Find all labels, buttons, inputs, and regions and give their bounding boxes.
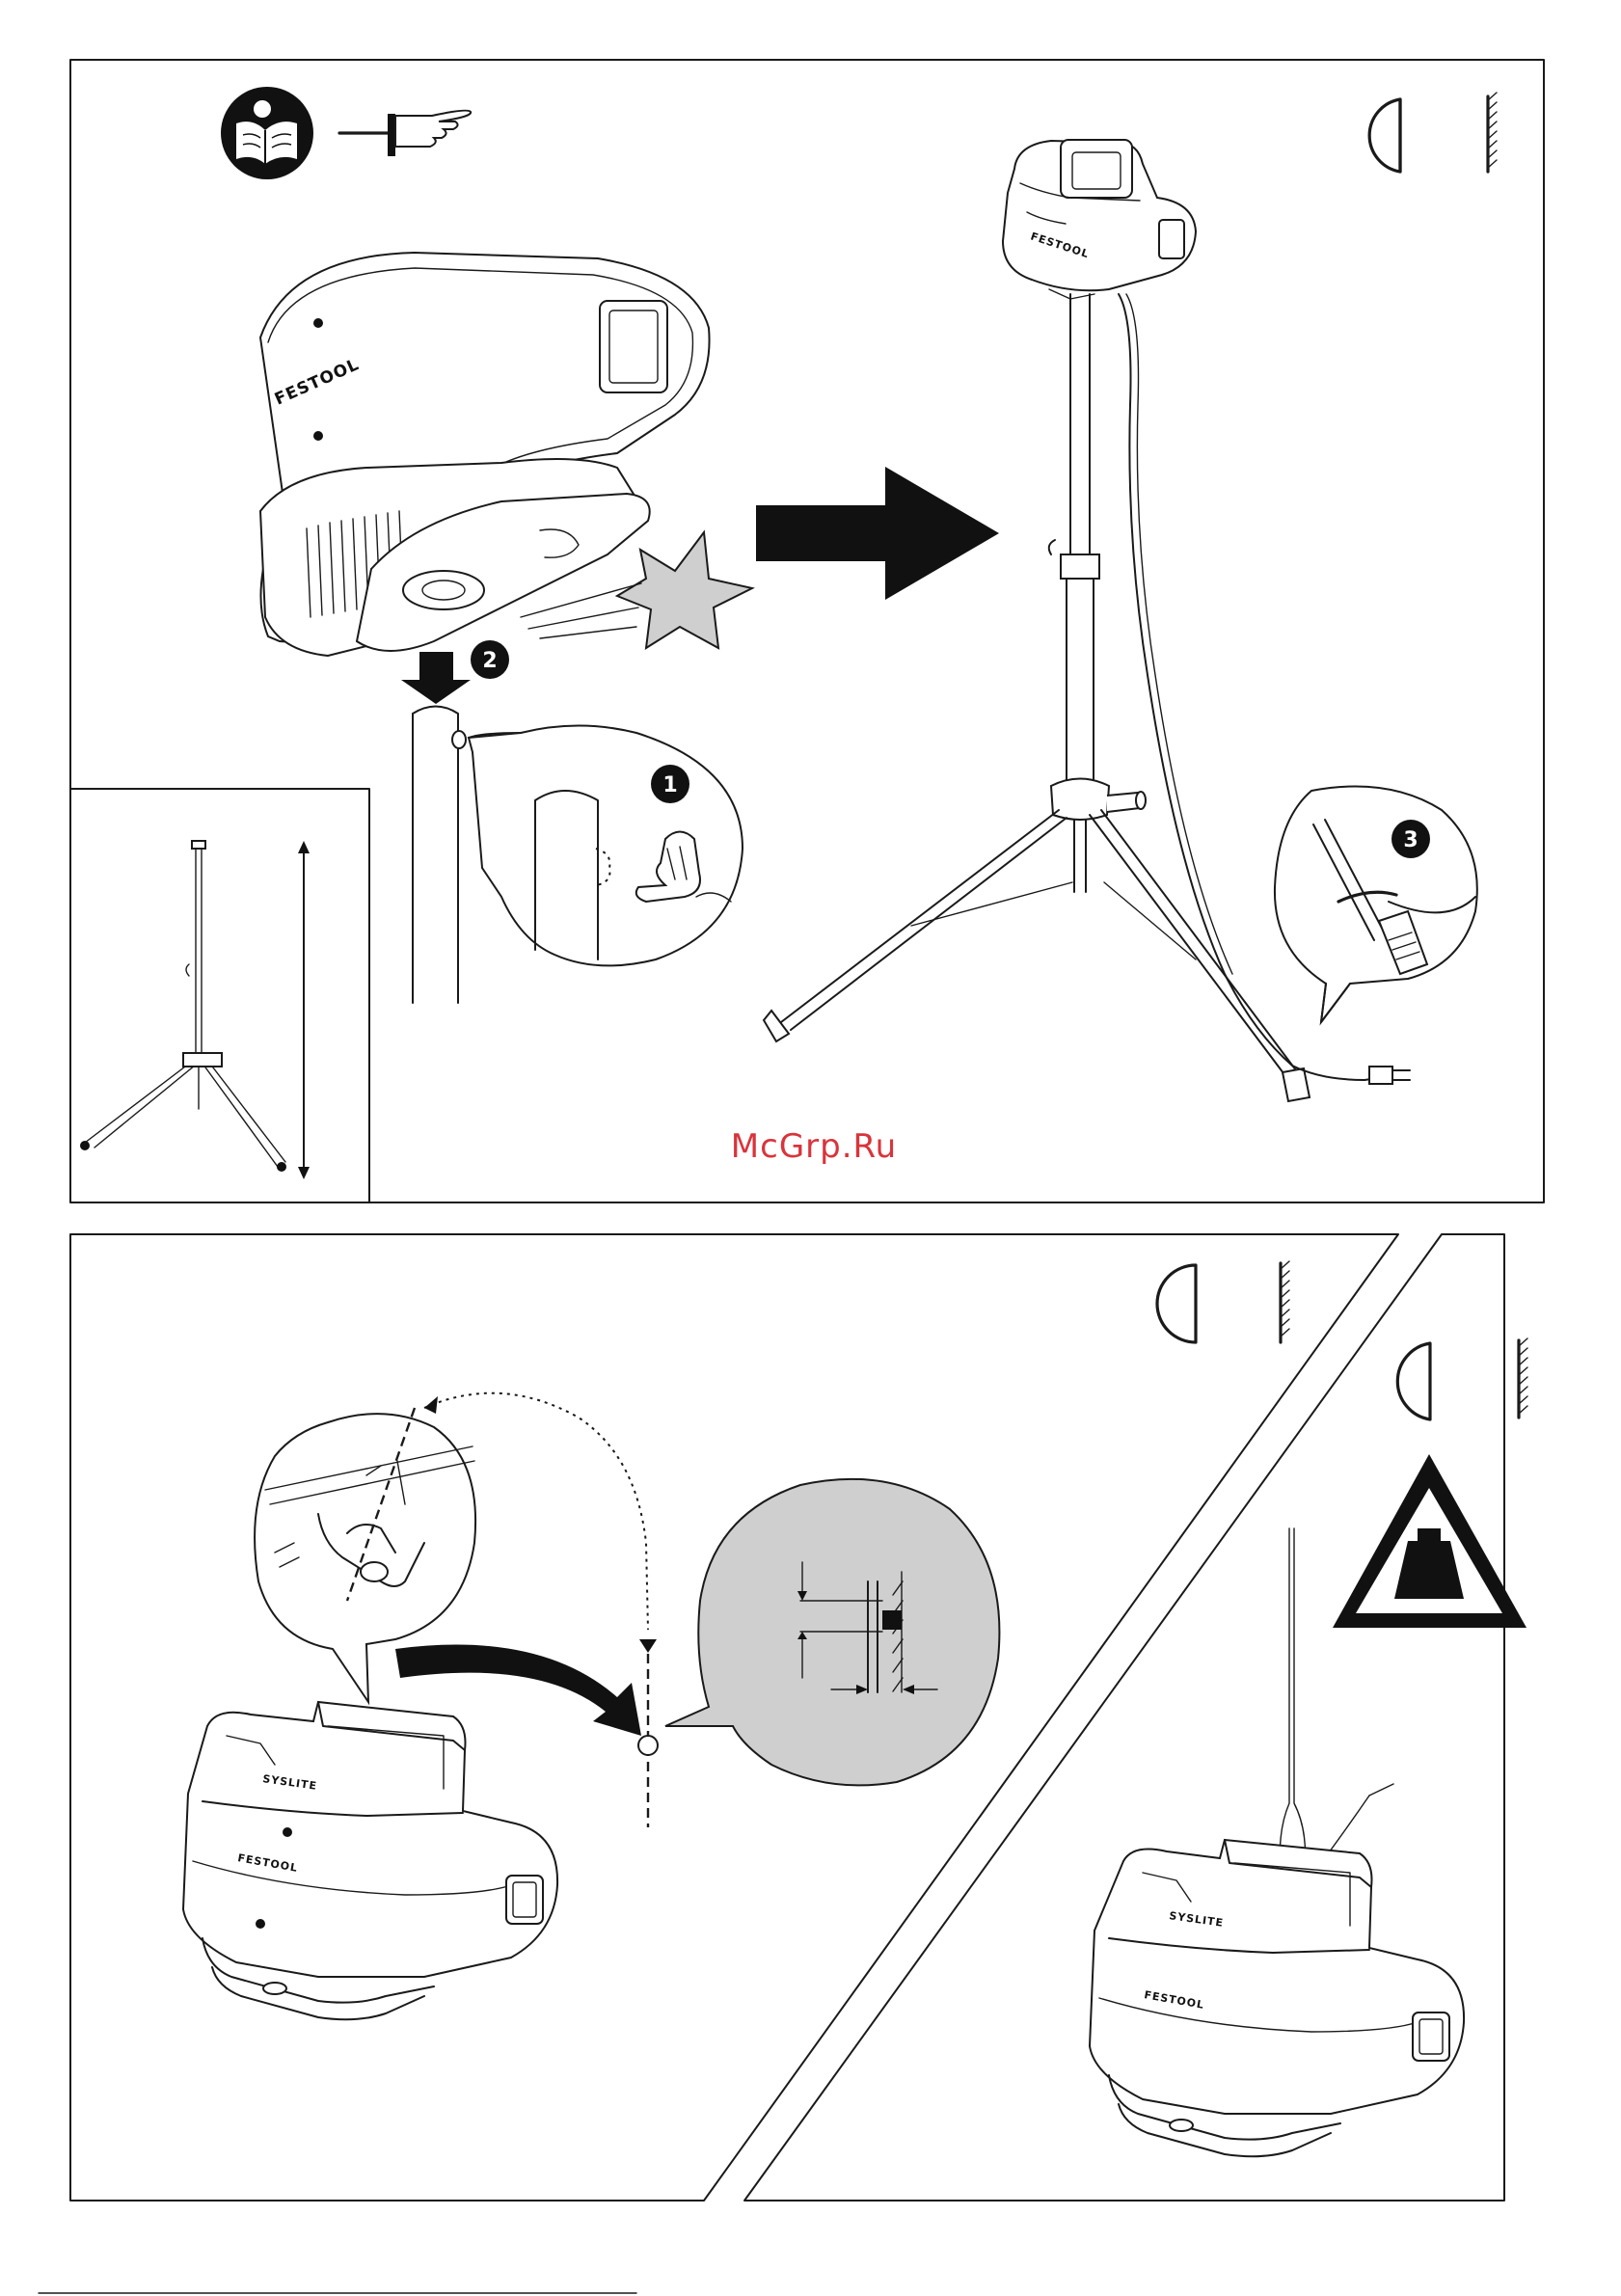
- step-3-label: 3: [1403, 828, 1418, 852]
- drop-arrowhead: [639, 1639, 657, 1653]
- read-manual-icon: [221, 87, 313, 179]
- mount-type-icon-bottom-right: [1397, 1338, 1527, 1419]
- step-1-detail-bubble: 1: [469, 726, 743, 966]
- screw-clearance-bubble: [665, 1479, 999, 1786]
- tripod-inset-frame: [70, 789, 369, 1202]
- step-2-arrow: 2: [401, 640, 509, 704]
- step-3-detail-bubble: 3: [1275, 787, 1477, 1023]
- tripod-pole-top: [413, 707, 466, 1004]
- weight-warning-icon: [1333, 1454, 1526, 1628]
- tripod-height-inset: [80, 841, 310, 1179]
- mount-type-icon-bottom-left: [1157, 1261, 1289, 1342]
- watermark: McGrp.Ru: [731, 1127, 897, 1166]
- light-unit-bottom-left: SYSLITE FESTOOL: [183, 1702, 557, 2019]
- step-1-label: 1: [662, 773, 677, 797]
- step-2-label: 2: [482, 649, 497, 673]
- light-unit-bottom-right: SYSLITE FESTOOL: [1090, 1840, 1464, 2156]
- rotation-arc-arrowhead: [424, 1396, 438, 1414]
- pointing-hand-icon: [339, 111, 471, 156]
- screw-point: [638, 1736, 658, 1755]
- transition-arrow: [756, 467, 999, 600]
- mount-type-icon-top: [1369, 93, 1497, 172]
